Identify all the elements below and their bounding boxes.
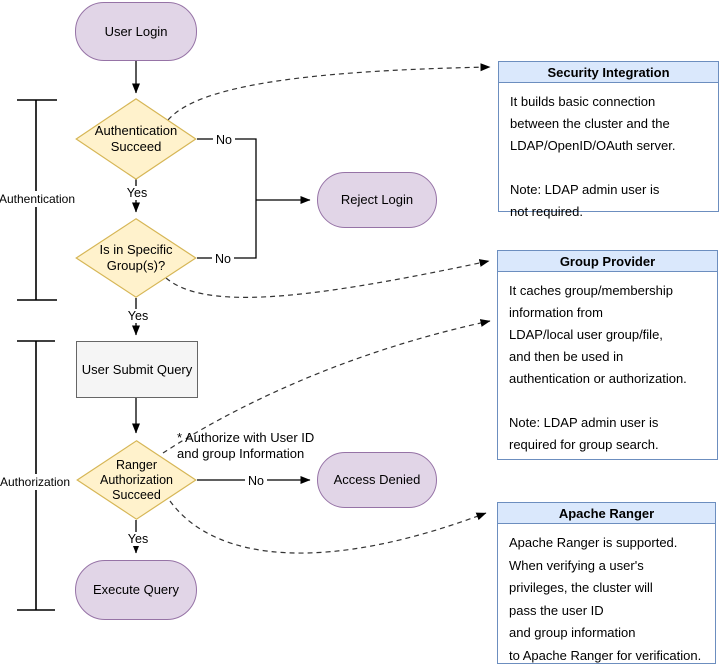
info-box-security-integration-body: It builds basic connection between the c…: [510, 94, 676, 219]
info-box-apache-ranger-title: Apache Ranger: [498, 503, 715, 524]
authorization-bracket-label: Authorization: [0, 474, 73, 490]
info-box-group-provider-body: It caches group/membership information f…: [509, 283, 687, 452]
authorize-annotation: * Authorize with User ID and group Infor…: [177, 430, 315, 461]
authentication-bracket-label: Authentication: [0, 191, 78, 207]
node-is-in-specific-groups: Is in Specific Group(s)?: [75, 218, 197, 298]
edge-group-no: [197, 200, 257, 259]
node-reject-login-label: Reject Login: [340, 192, 414, 207]
edge-label-ranger-no: No: [245, 474, 267, 488]
node-ranger-authorization-succeed-label: Ranger Authorization Succeed: [100, 457, 173, 502]
node-reject-login: Reject Login: [317, 172, 437, 228]
node-access-denied: Access Denied: [317, 452, 437, 508]
info-box-security-integration-title: Security Integration: [499, 62, 718, 83]
node-ranger-authorization-succeed: Ranger Authorization Succeed: [76, 440, 197, 520]
node-user-submit-query: User Submit Query: [76, 341, 198, 398]
node-is-in-specific-groups-label: Is in Specific Group(s)?: [99, 242, 173, 273]
diamond-shape: [75, 218, 197, 298]
node-authentication-succeed: Authentication Succeed: [75, 98, 197, 180]
diamond-shape: [76, 440, 197, 520]
node-user-login: User Login: [75, 2, 197, 61]
info-box-group-provider-title: Group Provider: [498, 251, 717, 272]
node-authentication-succeed-label: Authentication Succeed: [94, 123, 178, 154]
ref-ranger-to-apache: [169, 500, 487, 554]
node-user-login-label: User Login: [104, 23, 168, 39]
info-box-apache-ranger: Apache Ranger Apache Ranger is supported…: [497, 502, 716, 664]
info-box-group-provider: Group Provider It caches group/membershi…: [497, 250, 718, 460]
ref-group-to-provider: [165, 259, 490, 298]
diamond-shape: [75, 98, 197, 180]
edge-label-group-yes: Yes: [124, 309, 152, 323]
info-box-security-integration: Security Integration It builds basic con…: [498, 61, 719, 219]
edge-label-auth-yes: Yes: [123, 186, 151, 200]
edge-label-auth-no: No: [213, 133, 235, 147]
ref-auth-to-security: [167, 63, 491, 121]
node-execute-query: Execute Query: [75, 560, 197, 620]
info-box-apache-ranger-body: Apache Ranger is supported. When verifyi…: [509, 535, 702, 663]
edge-label-group-no: No: [212, 252, 234, 266]
edge-label-ranger-yes: Yes: [124, 532, 152, 546]
ref-ranger-to-provider: [162, 319, 491, 454]
node-access-denied-label: Access Denied: [333, 472, 421, 487]
node-execute-query-label: Execute Query: [93, 582, 179, 597]
edge-auth-no: [197, 138, 257, 200]
node-user-submit-query-label: User Submit Query: [81, 361, 193, 377]
